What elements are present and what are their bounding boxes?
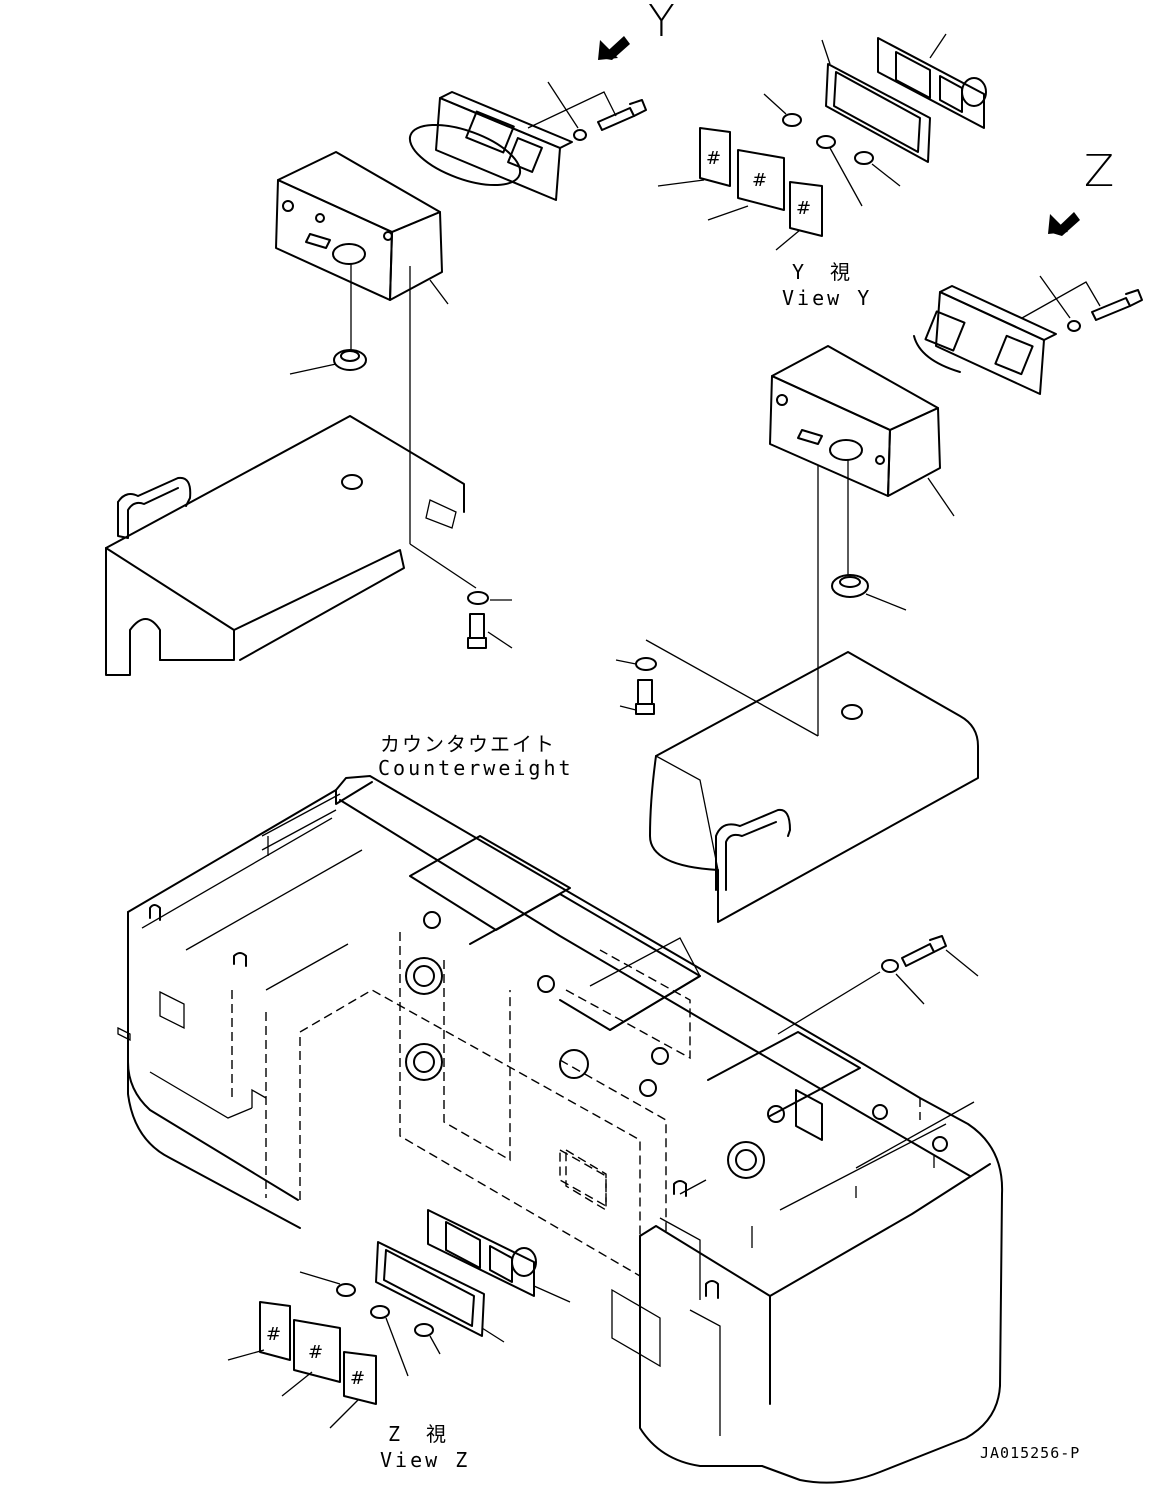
view-marker-y: Y xyxy=(648,0,675,47)
view-z-caption-en: View Z xyxy=(380,1448,471,1472)
arrow-y-icon xyxy=(598,36,630,60)
counterweight-label-en: Counterweight xyxy=(378,756,574,780)
drawing-code: JA015256-P xyxy=(980,1444,1081,1462)
svg-text:#: # xyxy=(308,1342,323,1363)
view-z-detail: # # # xyxy=(227,1209,571,1429)
view-y-detail: # # # xyxy=(657,33,987,251)
cover-right xyxy=(615,639,979,923)
cover-left xyxy=(105,415,513,676)
svg-text:#: # xyxy=(796,198,811,219)
view-marker-z: Z xyxy=(1084,146,1115,197)
svg-text:#: # xyxy=(350,1368,365,1389)
counterweight-body xyxy=(117,775,1004,1484)
arrow-z-icon xyxy=(1048,212,1080,236)
view-z-caption-jp: Z 視 xyxy=(388,1422,450,1446)
svg-text:#: # xyxy=(706,148,721,169)
view-y-caption-en: View Y xyxy=(782,286,873,310)
svg-text:#: # xyxy=(752,170,767,191)
view-y-caption-jp: Y 視 xyxy=(792,260,854,284)
counterweight-label-jp: カウンタウエイト xyxy=(380,732,556,756)
lamp-assembly-right xyxy=(769,275,1143,736)
svg-text:#: # xyxy=(266,1324,281,1345)
lamp-assembly-left xyxy=(275,81,647,544)
